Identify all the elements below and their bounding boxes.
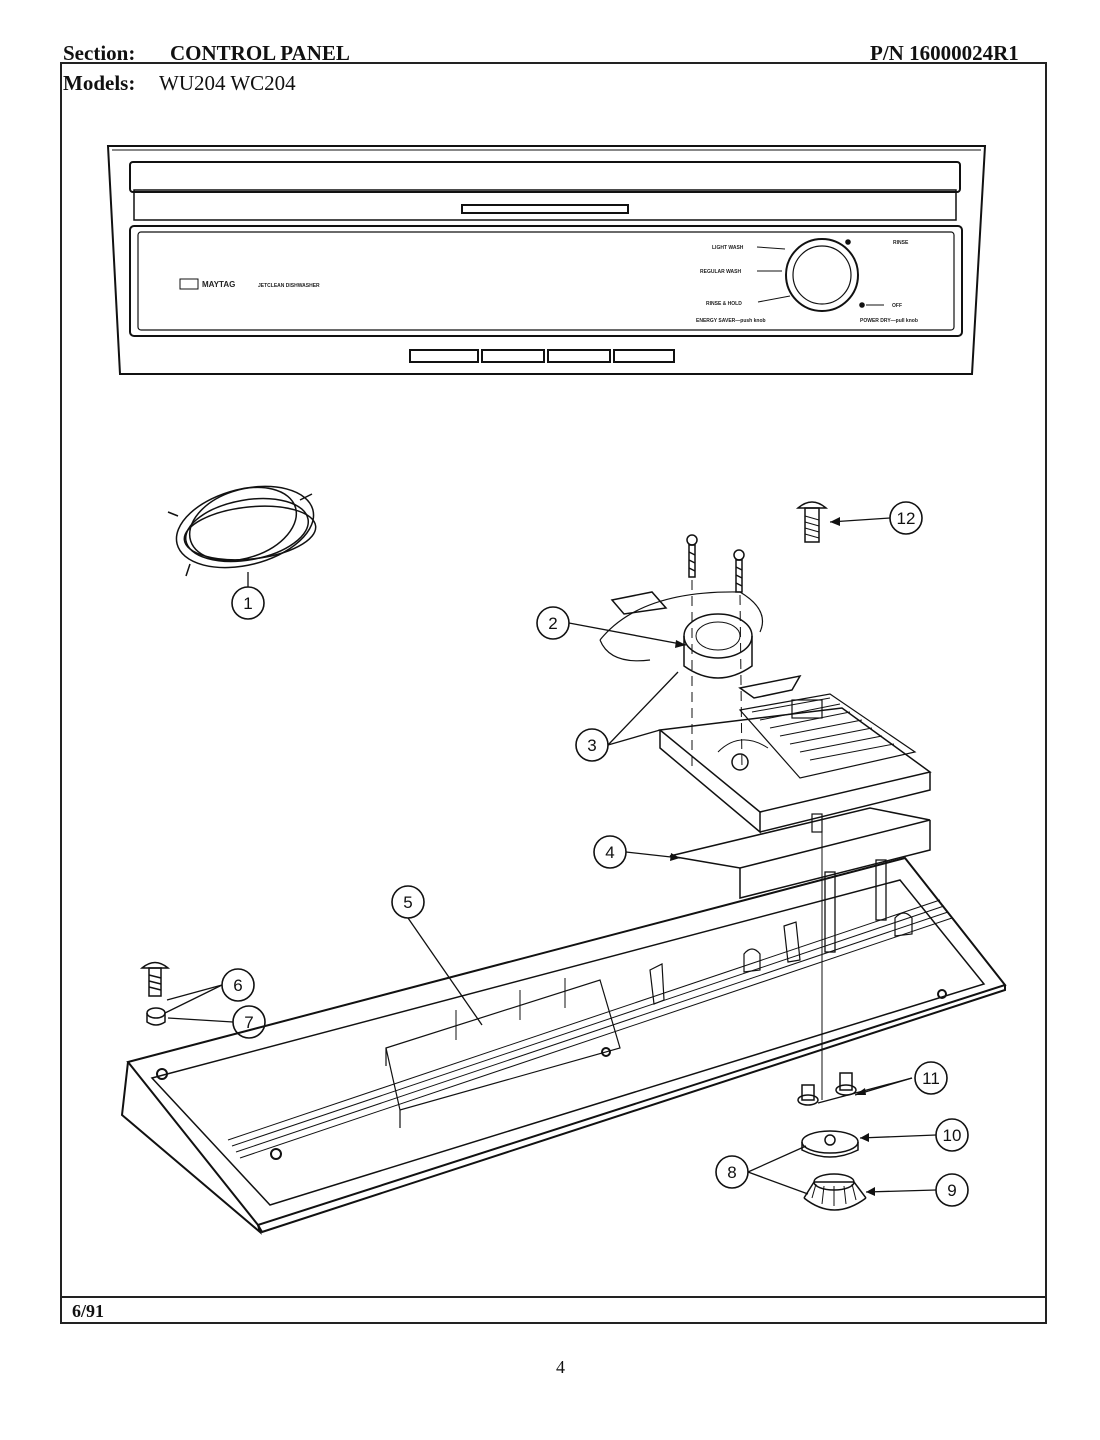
revision-date: 6/91 (72, 1301, 105, 1321)
panel-product: JETCLEAN DISHWASHER (258, 283, 320, 289)
callout-10: 10 (943, 1126, 962, 1145)
callout-3: 3 (587, 736, 596, 755)
callout-5: 5 (403, 893, 412, 912)
control-panel-front (106, 145, 987, 375)
part-5-panel-housing (120, 856, 1007, 1235)
footer-divider (60, 1296, 1047, 1298)
callout-leaders (164, 517, 937, 1195)
callout-numbers: 1 2 3 4 5 6 7 8 9 10 11 12 (233, 509, 961, 1200)
part-9-knob (803, 1173, 867, 1211)
page-number: 4 (556, 1357, 565, 1377)
callout-8: 8 (727, 1163, 736, 1182)
panel-brand: MAYTAG (202, 280, 235, 289)
dial-label-off: OFF (892, 303, 902, 309)
callout-4: 4 (605, 843, 614, 862)
part-6-screw (139, 961, 171, 997)
part-number: P/N 16000024R1 (870, 41, 1019, 65)
part-1-wire-harness (167, 485, 317, 577)
panel-legends: MAYTAG JETCLEAN DISHWASHER LIGHT WASH RE… (202, 240, 918, 324)
part-7-cap (146, 1007, 166, 1026)
callout-1: 1 (243, 594, 252, 613)
models-list: WU204 WC204 (159, 71, 296, 95)
callout-circles (221, 501, 969, 1207)
callout-9: 9 (947, 1181, 956, 1200)
dial-label-energy-saver: ENERGY SAVER—push knob (696, 318, 766, 324)
part-10-knob-insert (801, 1130, 859, 1158)
part-12-screw (795, 501, 829, 543)
part-2-timer (599, 591, 802, 699)
dial-label-rinse-hold: RINSE & HOLD (706, 301, 742, 307)
models-label: Models: (63, 71, 136, 95)
diagram-frame (60, 62, 1047, 1324)
part-3-control-housing (658, 693, 932, 834)
callout-12: 12 (897, 509, 916, 528)
dial-label-regular-wash: REGULAR WASH (700, 269, 742, 275)
callout-arrowheads (670, 517, 875, 1196)
callout-6: 6 (233, 976, 242, 995)
callout-7: 7 (244, 1013, 253, 1032)
dial-label-power-dry: POWER DRY—pull knob (860, 318, 918, 324)
callout-11: 11 (922, 1069, 940, 1088)
dial-label-rinse: RINSE (893, 240, 909, 246)
section-title: CONTROL PANEL (170, 41, 350, 65)
callout-2: 2 (548, 614, 557, 633)
section-label: Section: (63, 41, 136, 65)
dial-label-light-wash: LIGHT WASH (712, 245, 744, 251)
